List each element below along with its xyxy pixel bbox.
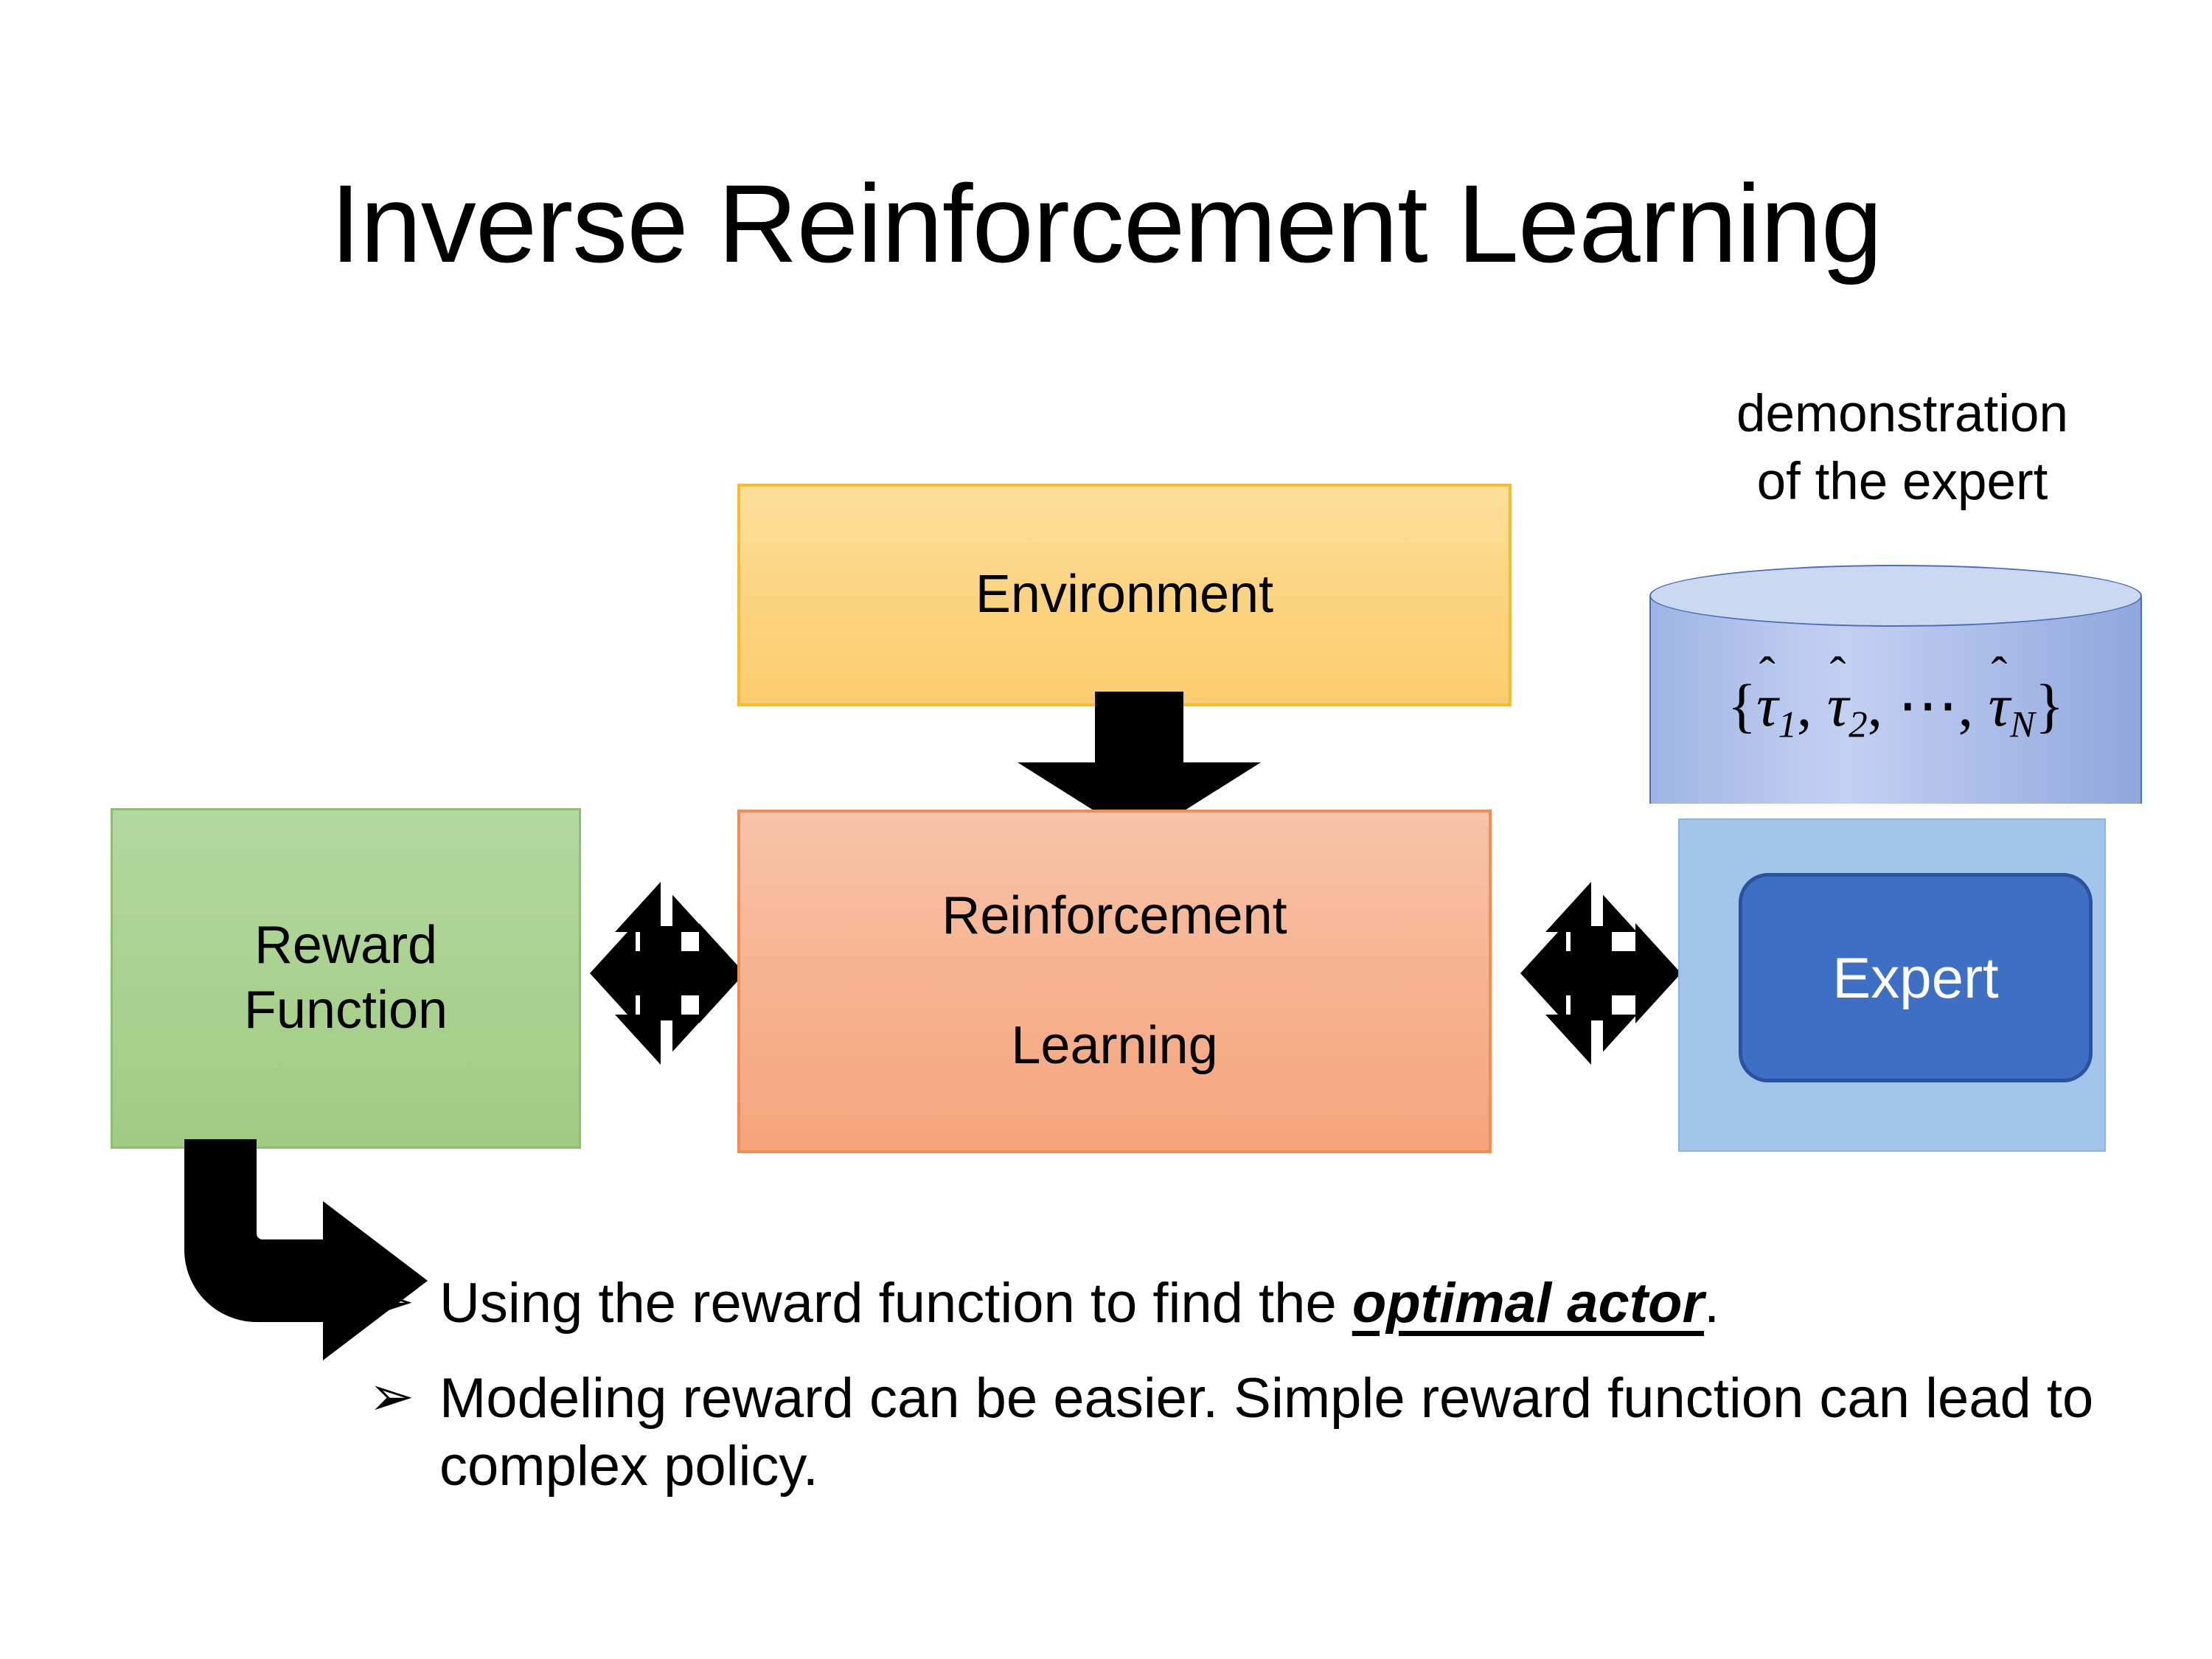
arrow-environment-to-rl <box>1018 692 1261 839</box>
formula-sub-3: N <box>2010 703 2035 745</box>
environment-box[interactable]: Environment <box>737 484 1512 706</box>
reward-function-box-label: Reward Function <box>244 914 448 1043</box>
reward-label-line1: Reward <box>254 916 438 975</box>
demonstration-caption-line1: demonstration <box>1736 385 2068 443</box>
bullet-text-1: Using the reward function to find the op… <box>439 1270 2094 1338</box>
expert-box[interactable]: Expert <box>1739 873 2093 1082</box>
formula-tau-3: τ <box>1988 672 2010 739</box>
reward-function-box[interactable]: Reward Function <box>111 808 581 1149</box>
bullet-marker-icon: ➢ <box>369 1270 415 1333</box>
arrow-reward-to-bullets <box>184 1139 428 1360</box>
demonstration-caption: demonstration of the expert <box>1622 380 2183 517</box>
environment-box-label: Environment <box>975 565 1274 625</box>
reinforcement-learning-box-label: Reinforcement Learning <box>942 884 1287 1078</box>
bullet-text-2: Modeling reward can be easier. Simple re… <box>439 1366 2094 1498</box>
arrow-rl-to-expert <box>1520 880 1681 1066</box>
cylinder-body <box>1649 596 2142 804</box>
list-item: ➢ Modeling reward can be easier. Simple … <box>369 1365 2094 1501</box>
bullet-1-prefix: Using the reward function to find the <box>439 1272 1352 1335</box>
formula-ellipsis: ⋯ <box>1897 672 1958 739</box>
page-title: Inverse Reinforcement Learning <box>330 161 1883 285</box>
bullet-1-emphasis: optimal actor <box>1352 1272 1705 1335</box>
demonstration-cylinder[interactable]: {̂τ1, ̂τ2, ⋯, ̂τN} <box>1649 565 2142 835</box>
bullet-1-suffix: . <box>1704 1272 1720 1335</box>
trajectory-set-formula: {̂τ1, ̂τ2, ⋯, ̂τN} <box>1727 672 2065 745</box>
cylinder-top-ellipse <box>1649 565 2142 627</box>
formula-sub-2: 2 <box>1848 703 1868 745</box>
arrow-reward-to-rl <box>590 880 745 1066</box>
bullet-marker-icon: ➢ <box>369 1364 415 1428</box>
reinforcement-learning-box[interactable]: Reinforcement Learning <box>737 810 1492 1153</box>
formula-tau-2: τ <box>1826 672 1849 739</box>
formula-tau-1: τ <box>1756 672 1778 739</box>
rl-label-line1: Reinforcement <box>942 886 1287 946</box>
reward-label-line2: Function <box>243 981 448 1040</box>
demonstration-caption-line2: of the expert <box>1756 453 2048 512</box>
formula-sub-1: 1 <box>1778 703 1797 745</box>
list-item: ➢ Using the reward function to find the … <box>369 1270 2094 1338</box>
expert-box-label: Expert <box>1832 945 1999 1010</box>
formula-open-brace: { <box>1727 672 1757 739</box>
rl-label-line2: Learning <box>1011 1015 1218 1075</box>
formula-close-brace: } <box>2034 672 2065 739</box>
bullet-list: ➢ Using the reward function to find the … <box>369 1270 2094 1528</box>
